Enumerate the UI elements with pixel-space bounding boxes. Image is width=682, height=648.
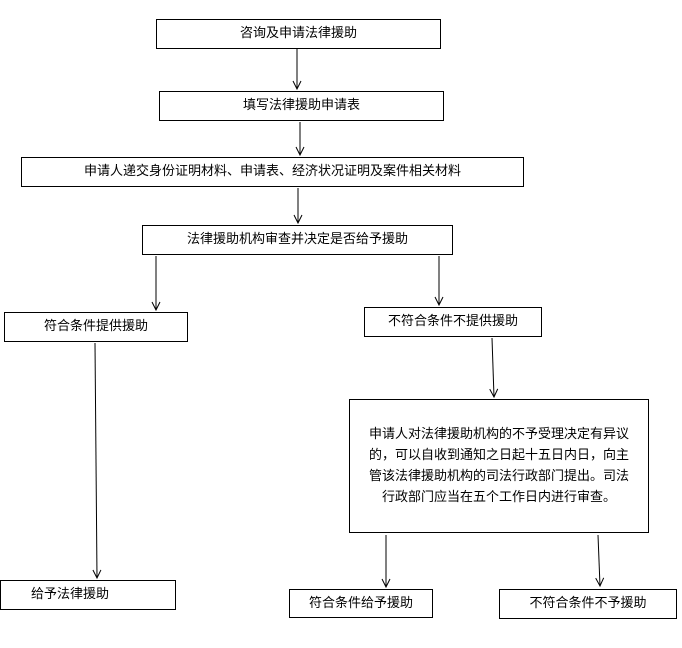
- not-eligible-deny-step-label: 不符合条件不予援助: [529, 596, 647, 611]
- submit-materials-step-label: 申请人递交身份证明材料、申请表、经济状况证明及案件相关材料: [83, 164, 461, 179]
- fill-form-step: 填写法律援助申请表: [159, 91, 444, 121]
- objection-step: 申请人对法律援助机构的不予受理决定有异议的，可以自收到通知之日起十五日内日，向主…: [349, 399, 649, 533]
- grant-aid-step: 给予法律援助: [0, 580, 176, 610]
- not-eligible-step-label: 不符合条件不提供援助: [387, 314, 518, 329]
- eligible-step-label: 符合条件提供援助: [43, 319, 148, 334]
- eligible-grant-step: 符合条件给予援助: [289, 589, 433, 618]
- not-eligible-step: 不符合条件不提供援助: [364, 307, 542, 337]
- consult-step-label: 咨询及申请法律援助: [239, 26, 357, 41]
- review-step-label: 法律援助机构审查并决定是否给予援助: [186, 232, 408, 247]
- review-step: 法律援助机构审查并决定是否给予援助: [142, 225, 453, 255]
- eligible-step: 符合条件提供援助: [4, 312, 188, 342]
- fill-form-step-label: 填写法律援助申请表: [242, 98, 360, 113]
- arrow-not-eligible-to-objection: [492, 337, 494, 397]
- arrow-eligible-to-grant: [95, 342, 97, 578]
- submit-materials-step: 申请人递交身份证明材料、申请表、经济状况证明及案件相关材料: [21, 157, 524, 187]
- eligible-grant-step-label: 符合条件给予援助: [308, 595, 413, 611]
- not-eligible-deny-step: 不符合条件不予援助: [499, 589, 677, 619]
- objection-step-label: 申请人对法律援助机构的不予受理决定有异议的，可以自收到通知之日起十五日内日，向主…: [368, 427, 629, 505]
- arrow-objection-to-deny: [598, 534, 600, 586]
- consult-step: 咨询及申请法律援助: [156, 19, 441, 49]
- grant-aid-step-label: 给予法律援助: [31, 587, 110, 602]
